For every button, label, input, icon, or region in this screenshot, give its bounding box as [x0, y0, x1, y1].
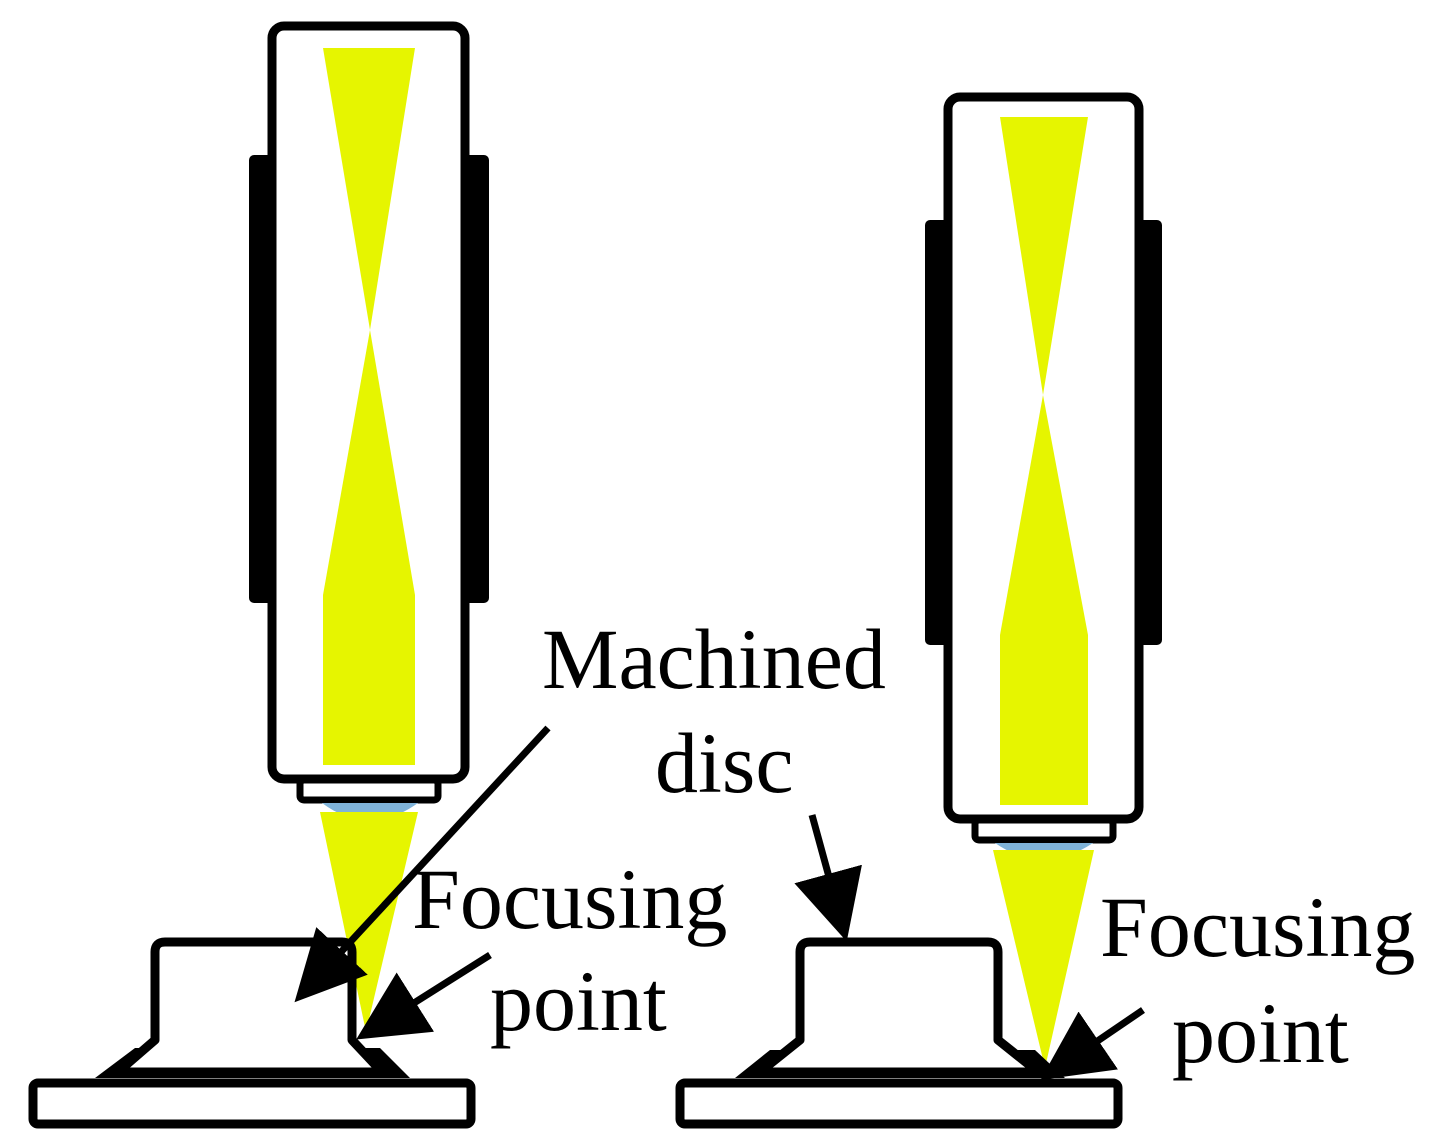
right-setup: [675, 92, 1162, 1129]
arrow-disc-to-right-disc: [794, 814, 862, 942]
arrow-machined-to-left-disc: [294, 725, 551, 1003]
arrows: [294, 725, 1145, 1080]
right-machined-disc: [755, 937, 1043, 1077]
label-machined: Machined: [542, 611, 886, 707]
left-machined-disc: [113, 937, 387, 1077]
label-left-focusing: Focusing: [412, 851, 727, 947]
right-external-beam: [993, 850, 1094, 1068]
label-left-point: point: [490, 953, 667, 1049]
label-right-point: point: [1172, 985, 1349, 1081]
left-internal-beam: [323, 48, 415, 330]
right-nozzle-ring: [971, 816, 1117, 844]
right-internal-beam: [1000, 117, 1088, 395]
left-setup: [28, 21, 489, 1129]
arrow-right-focusing-point: [1040, 1007, 1145, 1080]
arrow-left-focusing-point: [356, 952, 492, 1040]
left-internal-beam-lower: [323, 330, 415, 765]
label-disc: disc: [655, 715, 794, 811]
right-base-plate: [675, 1078, 1123, 1129]
left-nozzle-ring: [296, 776, 442, 804]
label-right-focusing: Focusing: [1100, 879, 1415, 975]
left-base-plate: [28, 1078, 476, 1129]
right-internal-beam-lower: [1000, 395, 1088, 805]
